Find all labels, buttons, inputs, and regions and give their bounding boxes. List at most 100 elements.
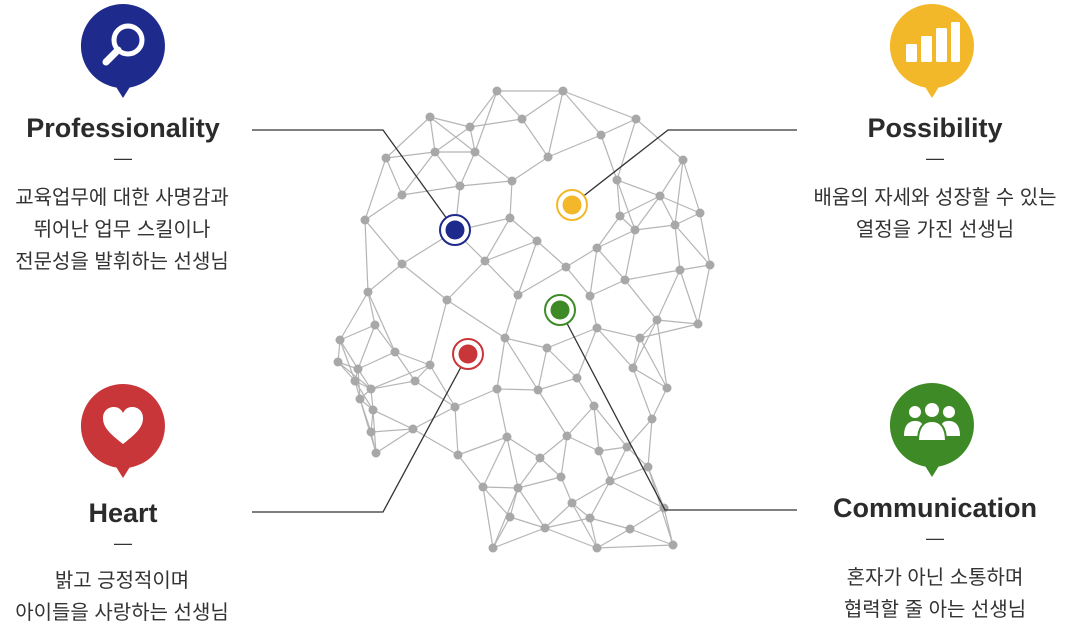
network-edge bbox=[434, 151, 461, 187]
network-node bbox=[366, 427, 376, 437]
network-edge bbox=[446, 260, 486, 301]
network-edge bbox=[565, 266, 591, 297]
network-edge bbox=[504, 337, 539, 391]
network-node bbox=[397, 259, 407, 269]
connector-line bbox=[559, 309, 797, 511]
network-edge bbox=[639, 323, 699, 339]
network-edge bbox=[632, 367, 668, 389]
network-edge bbox=[517, 240, 538, 296]
network-node bbox=[517, 114, 527, 124]
network-node bbox=[533, 385, 543, 395]
communication-line: 협력할 줄 아는 선생님 bbox=[843, 599, 1027, 621]
network-edge bbox=[632, 367, 653, 420]
network-node bbox=[381, 153, 391, 163]
people-icon bbox=[904, 401, 960, 442]
network-node bbox=[480, 256, 490, 266]
professionality-badge bbox=[80, 4, 165, 98]
network-edge bbox=[596, 544, 674, 549]
search-icon bbox=[102, 23, 145, 66]
network-node bbox=[425, 360, 435, 370]
network-edge bbox=[651, 387, 668, 420]
network-edge bbox=[509, 487, 519, 518]
network-node bbox=[366, 384, 376, 394]
possibility-line: 열정을 가진 선생님 bbox=[855, 219, 1015, 241]
network-edge bbox=[412, 428, 459, 456]
network-node bbox=[500, 333, 510, 343]
network-node bbox=[592, 543, 602, 553]
network-edge bbox=[401, 151, 436, 196]
network-node bbox=[513, 290, 523, 300]
network-edge bbox=[339, 339, 359, 370]
possibility-badge bbox=[889, 4, 974, 98]
network-edge bbox=[647, 418, 653, 468]
network-node bbox=[368, 405, 378, 415]
network-node bbox=[410, 376, 420, 386]
network-edge bbox=[589, 295, 598, 329]
professionality-description: 교육업무에 대한 사명감과 뛰어난 업무 스킬이나 전문성을 발휘하는 선생님 bbox=[0, 182, 282, 278]
heart-badge bbox=[80, 384, 165, 478]
network-edge bbox=[639, 337, 668, 389]
network-edge bbox=[454, 406, 459, 456]
network-edge bbox=[589, 247, 598, 297]
network-edge bbox=[596, 327, 634, 369]
network-edge bbox=[474, 90, 498, 153]
network-node bbox=[507, 176, 517, 186]
network-edge bbox=[539, 457, 562, 478]
network-edge bbox=[357, 368, 361, 400]
network-node bbox=[596, 130, 606, 140]
network-node bbox=[655, 191, 665, 201]
network-edge bbox=[469, 118, 523, 128]
network-edge bbox=[546, 347, 578, 379]
heart-hotspot bbox=[452, 338, 484, 370]
network-node bbox=[492, 384, 502, 394]
network-edge bbox=[546, 327, 598, 349]
network-edge bbox=[367, 263, 403, 293]
network-node bbox=[450, 402, 460, 412]
network-node bbox=[335, 335, 345, 345]
heart-line: 아이들을 사랑하는 선생님 bbox=[15, 602, 229, 624]
network-edge bbox=[359, 398, 377, 454]
network-edge bbox=[385, 157, 403, 196]
network-edge bbox=[429, 364, 456, 408]
professionality-title: Professionality bbox=[26, 113, 220, 143]
network-node bbox=[561, 262, 571, 272]
network-node bbox=[505, 512, 515, 522]
network-edge bbox=[547, 90, 564, 158]
network-edge bbox=[566, 435, 600, 452]
network-edge bbox=[656, 269, 681, 321]
network-edge bbox=[511, 156, 549, 182]
network-edge bbox=[619, 195, 661, 217]
network-node bbox=[562, 431, 572, 441]
professionality-line: 교육업무에 대한 사명감과 bbox=[15, 187, 229, 209]
network-node bbox=[612, 175, 622, 185]
network-edge bbox=[459, 151, 476, 187]
hotspot-markers bbox=[439, 189, 588, 370]
heart-title: Heart bbox=[88, 498, 158, 528]
network-node bbox=[492, 86, 502, 96]
network-node bbox=[625, 524, 635, 534]
network-edge bbox=[429, 116, 471, 128]
network-edge bbox=[401, 185, 461, 196]
network-edge bbox=[659, 195, 701, 214]
network-edge bbox=[339, 291, 369, 341]
network-node bbox=[505, 213, 515, 223]
network-node bbox=[371, 448, 381, 458]
communication-hotspot bbox=[544, 294, 576, 326]
network-node bbox=[668, 540, 678, 550]
network-edge bbox=[674, 159, 684, 226]
network-node bbox=[705, 260, 715, 270]
network-edge bbox=[547, 134, 602, 158]
network-node bbox=[631, 114, 641, 124]
network-edge bbox=[596, 528, 631, 549]
network-edge bbox=[482, 486, 511, 518]
network-edge bbox=[632, 337, 641, 369]
network-edge bbox=[560, 435, 568, 478]
network-edge bbox=[624, 269, 681, 281]
network-nodes bbox=[333, 86, 715, 553]
network-node bbox=[647, 414, 657, 424]
network-edge bbox=[697, 264, 711, 325]
network-edge bbox=[616, 118, 637, 181]
network-edge bbox=[609, 466, 649, 482]
network-node bbox=[333, 357, 343, 367]
network-node bbox=[643, 462, 653, 472]
